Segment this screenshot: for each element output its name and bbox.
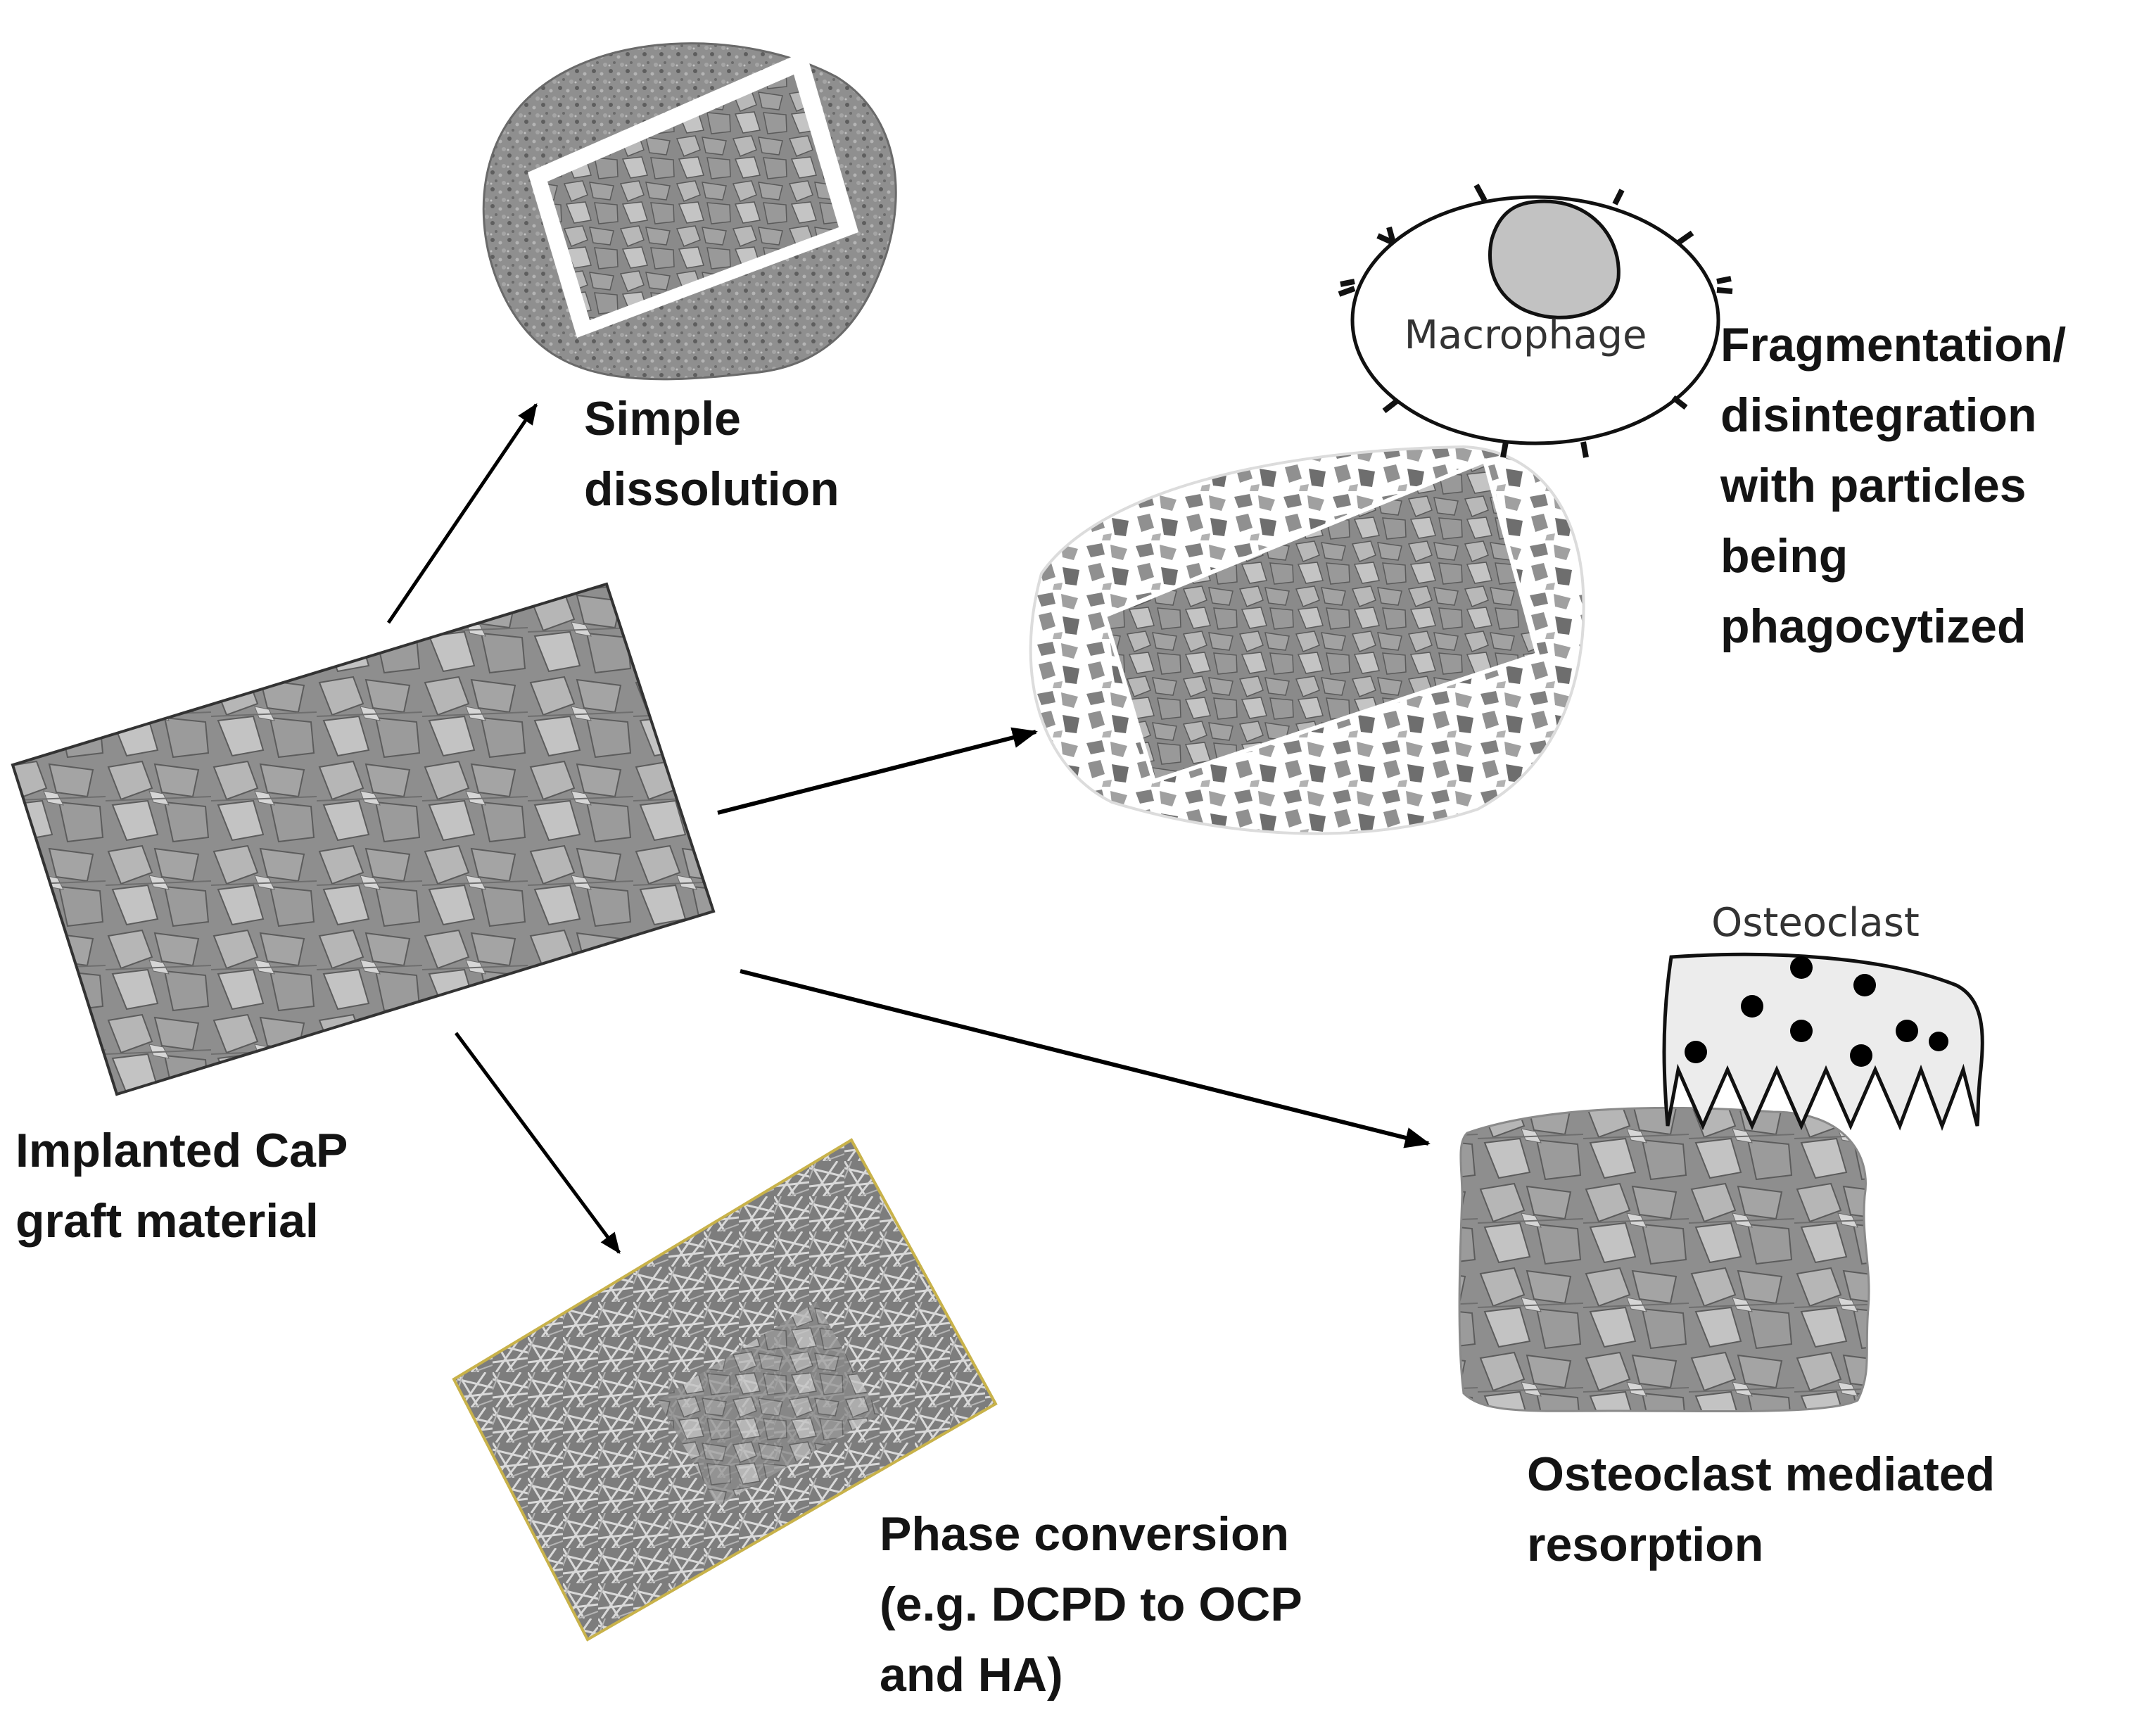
macrophage-label: Macrophage	[1404, 312, 1647, 358]
arrow-to-phase-conversion	[454, 1032, 621, 1255]
phase-conversion-label-line-2: (e.g. DCPD to OCP	[880, 1578, 1302, 1631]
dissolution-image	[482, 42, 897, 381]
implanted-label-line-2: graft material	[15, 1194, 319, 1248]
osteoclast-resorption-label-line-1: Osteoclast mediated	[1527, 1447, 1996, 1501]
phase-conversion-label: Phase conversion (e.g. DCPD to OCP and H…	[880, 1499, 1302, 1710]
dissolution-label: Simple dissolution	[584, 384, 839, 524]
implanted-label-line-1: Implanted CaP	[15, 1124, 348, 1177]
phase-conversion-label-line-3: and HA)	[880, 1648, 1063, 1702]
arrow-to-fragmentation	[717, 727, 1038, 815]
osteoclast-label: Osteoclast	[1711, 900, 1920, 946]
fragmentation-label-line-1: Fragmentation/	[1720, 318, 2067, 372]
macrophage-cell: Macrophage	[1338, 184, 1733, 458]
resorption-image	[1458, 1106, 1870, 1413]
phase-conversion-image	[452, 1138, 998, 1642]
dissolution-label-line-2: dissolution	[584, 462, 839, 516]
macrophage-receptors	[1338, 184, 1733, 458]
osteoclast-resorption-label-line-2: resorption	[1527, 1518, 1764, 1571]
fragmentation-label-line-3: with particles	[1720, 459, 2027, 512]
dissolution-label-line-1: Simple	[584, 392, 741, 445]
fragmentation-image	[1029, 445, 1585, 835]
fragmentation-label-line-2: disintegration	[1720, 388, 2037, 442]
arrow-to-resorption	[740, 969, 1431, 1148]
implanted-label: Implanted CaP graft material	[15, 1115, 348, 1256]
phase-conversion-label-line-1: Phase conversion	[880, 1507, 1290, 1561]
osteoclast-nuclei	[1685, 956, 1948, 1067]
osteoclast-cell: Osteoclast	[1662, 900, 1984, 1132]
fragmentation-label: Fragmentation/ disintegration with parti…	[1720, 310, 2066, 661]
fragmentation-label-line-5: phagocytized	[1720, 600, 2027, 653]
implanted-graft-image	[11, 582, 716, 1096]
arrow-to-dissolution	[386, 403, 538, 624]
fragmentation-label-line-4: being	[1720, 529, 1849, 583]
osteoclast-resorption-label: Osteoclast mediated resorption	[1527, 1439, 1995, 1580]
